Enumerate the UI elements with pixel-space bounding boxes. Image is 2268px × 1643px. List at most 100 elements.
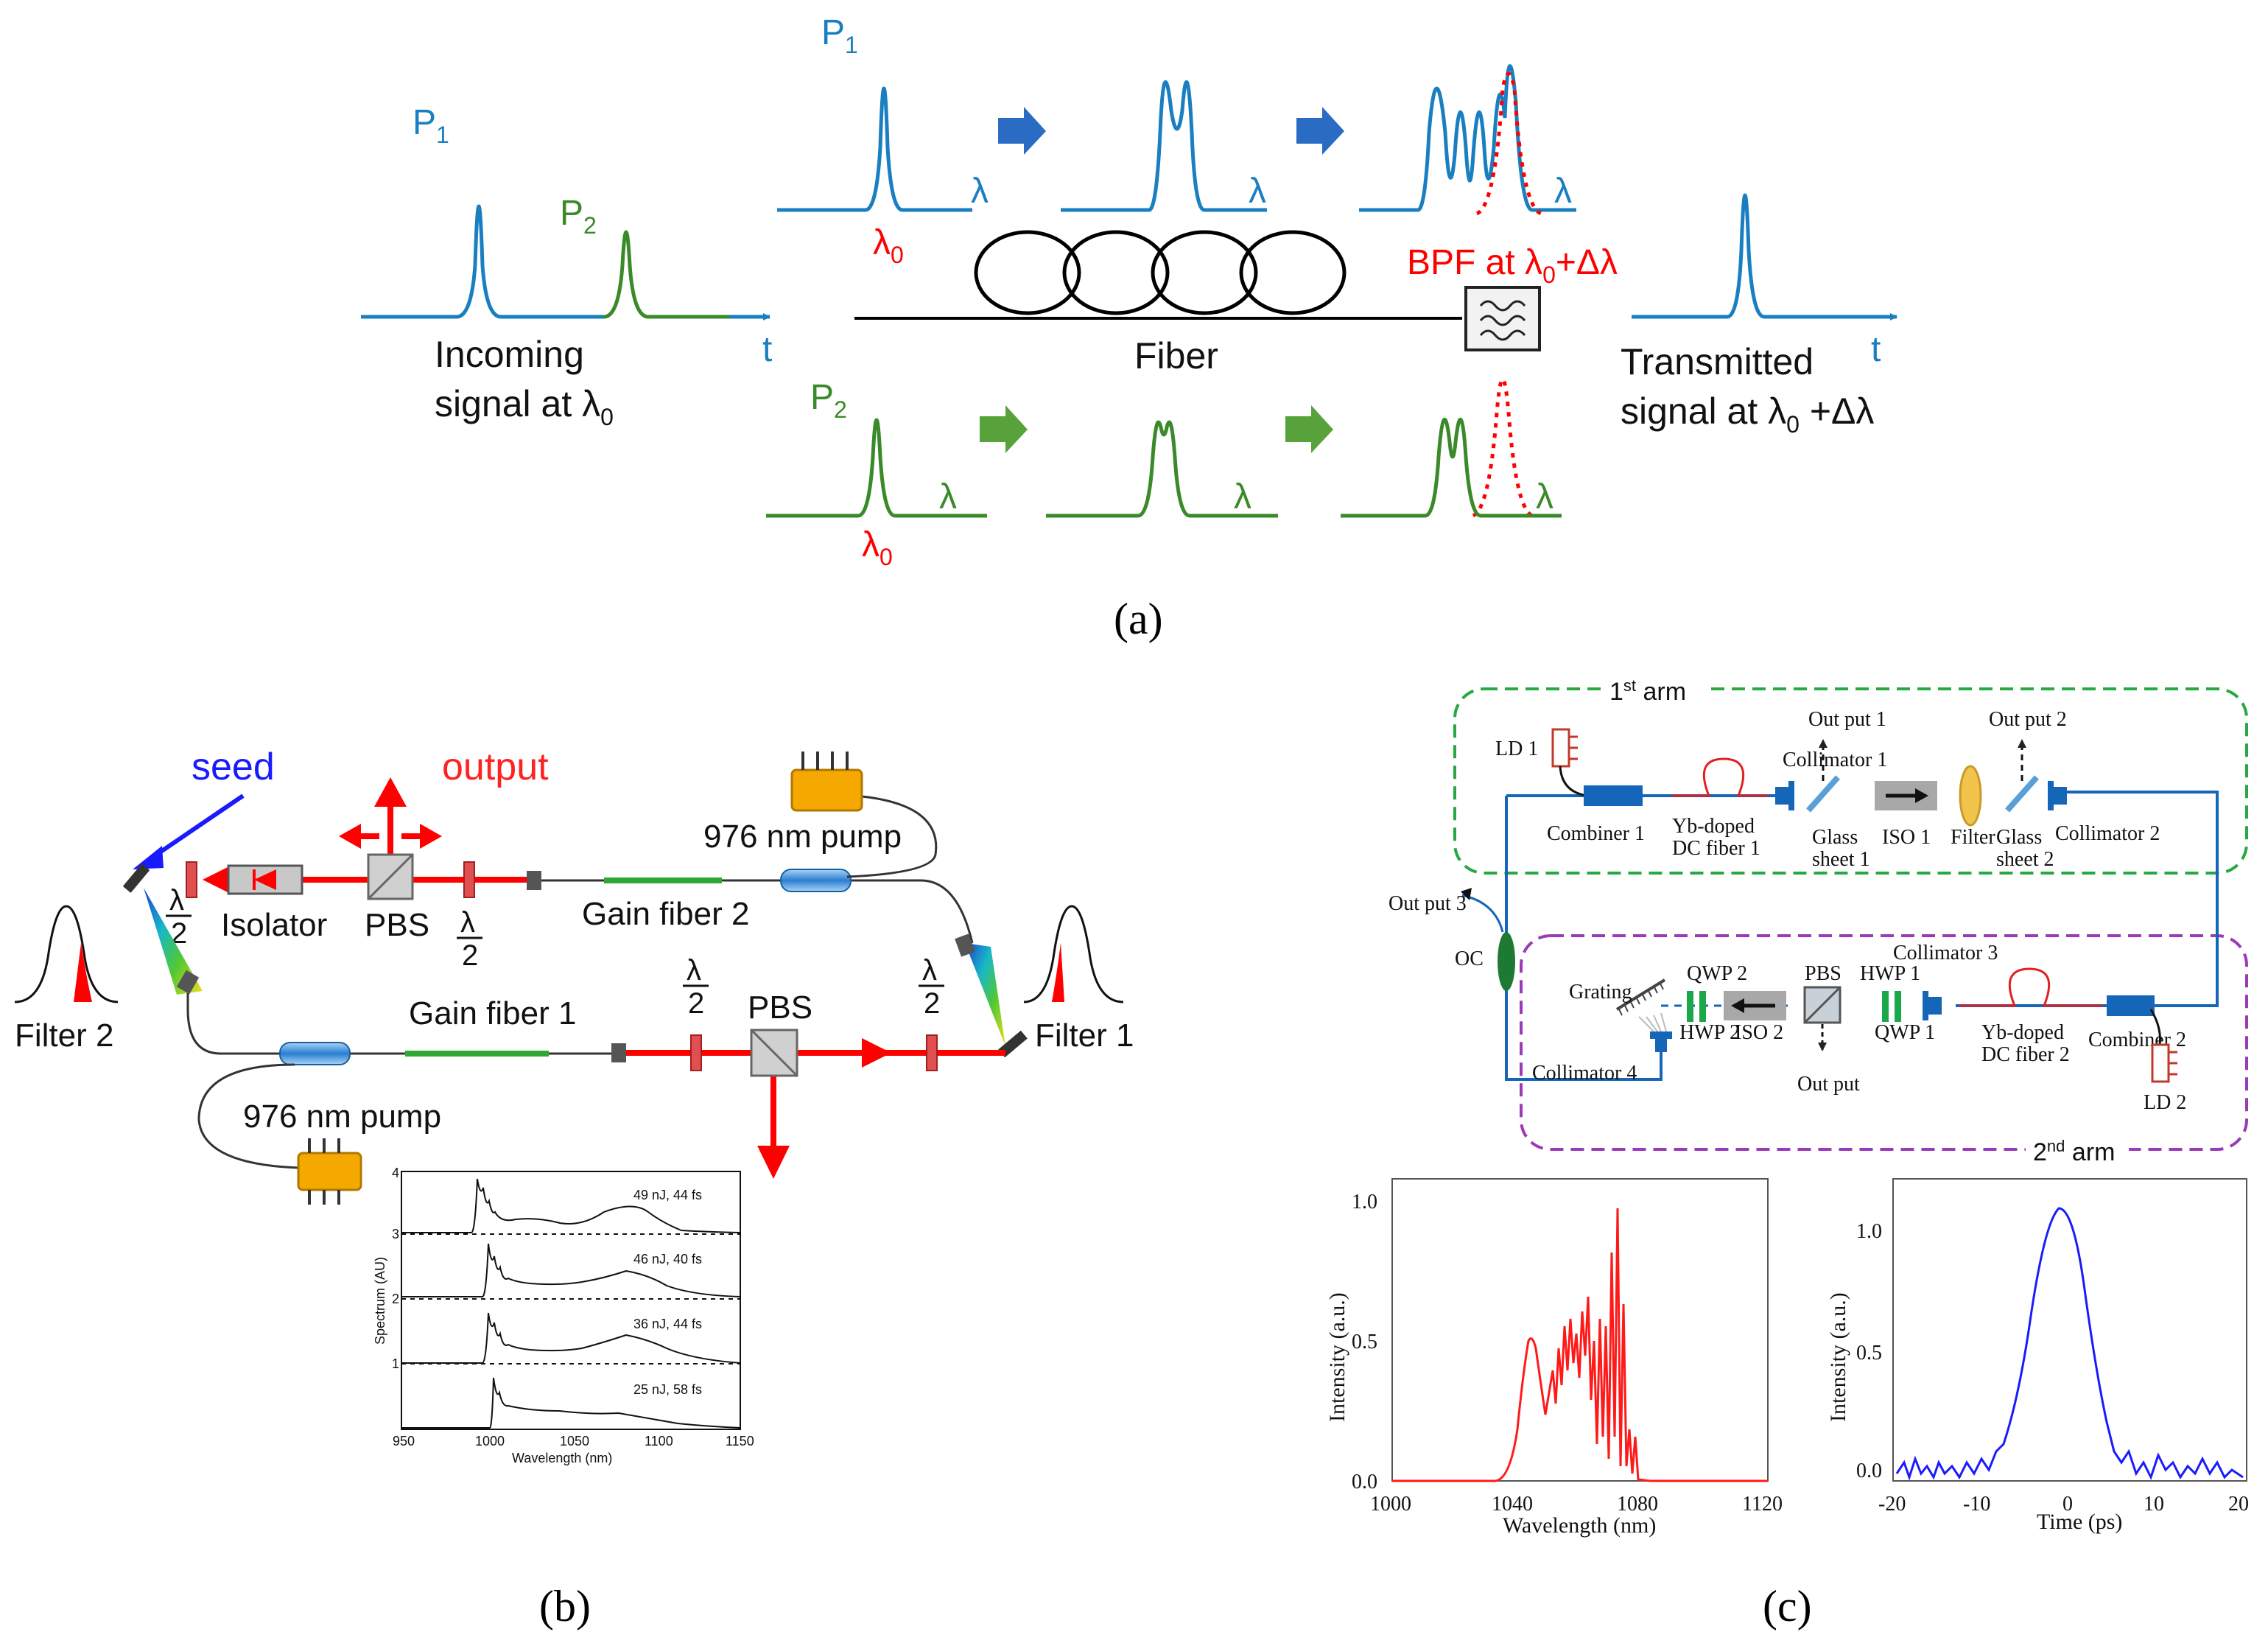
iso-2 — [1724, 991, 1786, 1020]
gain-fiber-1-label: Gain fiber 1 — [409, 995, 576, 1031]
inset-trace-2 — [401, 1243, 741, 1297]
p1-spectrum-input — [777, 86, 972, 212]
hwp-2 — [1687, 991, 1706, 1022]
autocorr-chart: 1.0 0.5 0.0 -20 -10 0 10 20 Time (ps) In… — [1826, 1178, 2249, 1534]
gain-fiber-2 — [604, 877, 722, 883]
filter-1-gaussian — [1023, 905, 1124, 1003]
waveplate-top-2 — [463, 861, 475, 898]
grating-c — [1615, 978, 1666, 1016]
p2-label-bottom: P2 — [810, 378, 847, 423]
incoming-label-line1: Incoming — [435, 334, 584, 375]
arm-1-label: 1st arm — [1609, 676, 1686, 706]
inset-ylabel: Spectrum (AU) — [373, 1257, 387, 1345]
glass-sheet-1-label-line1: Glass — [1812, 826, 1858, 849]
halfwave-bottom-2-lambda: λ — [922, 954, 937, 987]
glass-sheet-2 — [2005, 775, 2039, 813]
autocorr-ytick-0: 0.0 — [1856, 1460, 1882, 1482]
output-arrowhead-right — [420, 824, 442, 849]
hwp-1-qwp-1 — [1882, 991, 1901, 1022]
bottom-beam-arrowhead — [862, 1038, 891, 1068]
inset-xtick-2: 1000 — [475, 1434, 505, 1448]
ld-2-label: LD 2 — [2144, 1091, 2186, 1114]
inset-xtick-1: 950 — [393, 1434, 415, 1448]
p1-spectrum-output — [1359, 64, 1576, 212]
spectrum-xtick-1080: 1080 — [1617, 1493, 1658, 1516]
autocorr-xtick-m10: -10 — [1963, 1493, 1990, 1516]
pbs-c-label: PBS — [1805, 962, 1842, 985]
inset-trace-label-1: 49 nJ, 44 fs — [633, 1188, 702, 1202]
p2-spectrum-input — [766, 418, 987, 518]
panel-b-caption: (b) — [539, 1582, 591, 1630]
filter-1-grating-beam — [965, 943, 1005, 1046]
lambda-axis-label-1: λ — [971, 172, 989, 211]
lambda-axis-label-5: λ — [1234, 477, 1251, 516]
fiber-label: Fiber — [1134, 335, 1218, 376]
glass-sheet-2-label-line1: Glass — [1996, 826, 2042, 849]
iso-2-label: ISO 2 — [1735, 1021, 1783, 1044]
panel-c-caption: (c) — [1763, 1582, 1812, 1630]
spectrum-xlabel: Wavelength (nm) — [1503, 1513, 1656, 1538]
filter-1-collimator — [955, 933, 975, 957]
p2-spectrum-output — [1341, 417, 1562, 518]
yb-fiber-1-label-line1: Yb-doped — [1672, 815, 1755, 838]
isolator-label: Isolator — [221, 907, 327, 943]
spectrum-ytick-05: 0.5 — [1352, 1331, 1377, 1353]
output-3-fiber — [1461, 894, 1504, 933]
arm-1-label-bg — [1602, 676, 1705, 704]
halfwave-bottom-1-denom: 2 — [688, 987, 704, 1020]
bpf-filter-icon — [1464, 286, 1541, 351]
connector-bottom — [611, 1043, 626, 1062]
waveplate-top-1 — [186, 861, 197, 898]
bpf-label: BPF at λ0+Δλ — [1407, 243, 1618, 288]
isolator — [227, 864, 303, 895]
inset-trace-label-2: 46 nJ, 40 fs — [633, 1252, 702, 1267]
blue-arrow-2 — [1296, 107, 1344, 155]
qwp-2-label: QWP 2 — [1687, 962, 1747, 985]
inset-ytick-4: 4 — [392, 1166, 399, 1180]
incoming-p1-pulse — [361, 204, 604, 319]
grating-rays — [1638, 1012, 1667, 1032]
lambda-axis-label-6: λ — [1536, 477, 1553, 516]
hwp-2-label: HWP 2 — [1679, 1021, 1740, 1044]
lambda-axis-label-2: λ — [1249, 172, 1266, 211]
halfwave-top-2-lambda: λ — [460, 906, 475, 939]
lambda-axis-label-4: λ — [939, 477, 957, 516]
wdm-bottom — [279, 1042, 351, 1065]
output-arrowhead-left-2 — [339, 824, 361, 849]
filter-2-grating — [122, 863, 150, 893]
incoming-label-line2: signal at λ0 — [435, 383, 614, 430]
green-arrow-2 — [1285, 405, 1333, 453]
combiner-1 — [1584, 785, 1643, 806]
ld-1-label: LD 1 — [1495, 738, 1538, 760]
bpf-passband-top — [1475, 71, 1542, 216]
output-c-label: Out put — [1797, 1073, 1860, 1096]
ld-2 — [2151, 1043, 2177, 1083]
pump-top-label: 976 nm pump — [703, 819, 902, 855]
seed-arrowhead — [133, 846, 164, 869]
spectrum-ytick-1: 1.0 — [1352, 1191, 1377, 1213]
wdm-top — [780, 869, 852, 892]
transmitted-label-line2: signal at λ0 +Δλ — [1621, 390, 1874, 438]
autocorr-xtick-20: 20 — [2228, 1493, 2249, 1516]
panel-b: output seed Isolator PBS λ 2 λ 2 Gain f — [14, 746, 1134, 1630]
inset-trace-label-4: 25 nJ, 58 fs — [633, 1382, 702, 1397]
output-label: output — [442, 746, 549, 788]
seed-arrow — [150, 794, 245, 861]
pump-bottom-label: 976 nm pump — [243, 1099, 441, 1135]
transmitted-pulse — [1632, 193, 1871, 319]
inset-xlabel: Wavelength (nm) — [512, 1451, 612, 1465]
halfwave-top-2-denom: 2 — [462, 939, 478, 972]
spectrum-trace — [1392, 1208, 1768, 1482]
inset-ytick-2: 2 — [392, 1292, 399, 1306]
grating-label: Grating — [1569, 981, 1632, 1003]
pbs-bottom-label: PBS — [748, 989, 812, 1026]
yb-fiber-2-label-line1: Yb-doped — [1981, 1021, 2064, 1044]
oc-coupler — [1498, 932, 1515, 991]
halfwave-top-1-denom: 2 — [171, 917, 187, 950]
filter-c — [1959, 765, 1982, 827]
spectrum-ylabel: Intensity (a.u.) — [1325, 1292, 1349, 1422]
autocorr-xtick-10: 10 — [2144, 1493, 2164, 1516]
pbs-bottom — [750, 1029, 798, 1077]
inset-spectrum: 49 nJ, 44 fs 46 nJ, 40 fs 36 nJ, 44 fs 2… — [373, 1166, 754, 1465]
output-3-arrowhead — [1461, 888, 1472, 900]
